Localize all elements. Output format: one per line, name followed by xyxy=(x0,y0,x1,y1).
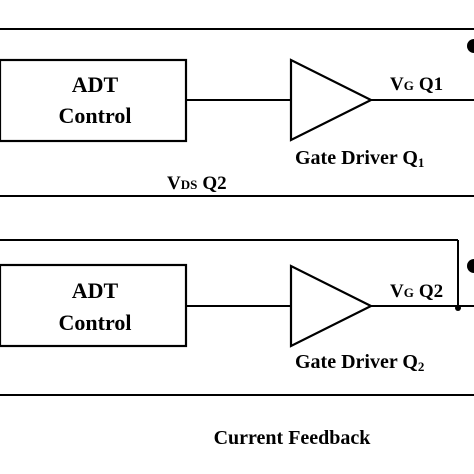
adt-control-1-line1: ADT xyxy=(72,72,119,97)
adt-control-2-line1: ADT xyxy=(72,278,119,303)
gate-driver-q2-label: Gate Driver Q2 xyxy=(295,351,424,374)
lower-terminal-dot xyxy=(467,259,474,273)
gate-driver-q1-label: Gate Driver Q1 xyxy=(295,147,424,170)
adt-control-1-line2: Control xyxy=(59,103,132,128)
upper-terminal-dot xyxy=(467,39,474,53)
adt-control-box-1 xyxy=(0,58,188,143)
adt-control-2-line2: Control xyxy=(59,310,132,335)
current-feedback-label: Current Feedback xyxy=(214,427,372,449)
gate-output-junction-2 xyxy=(455,305,461,311)
adt-control-box-2 xyxy=(0,263,188,348)
gate-driver-q1-symbol xyxy=(289,58,374,142)
gate-driver-q2-symbol xyxy=(289,264,374,348)
